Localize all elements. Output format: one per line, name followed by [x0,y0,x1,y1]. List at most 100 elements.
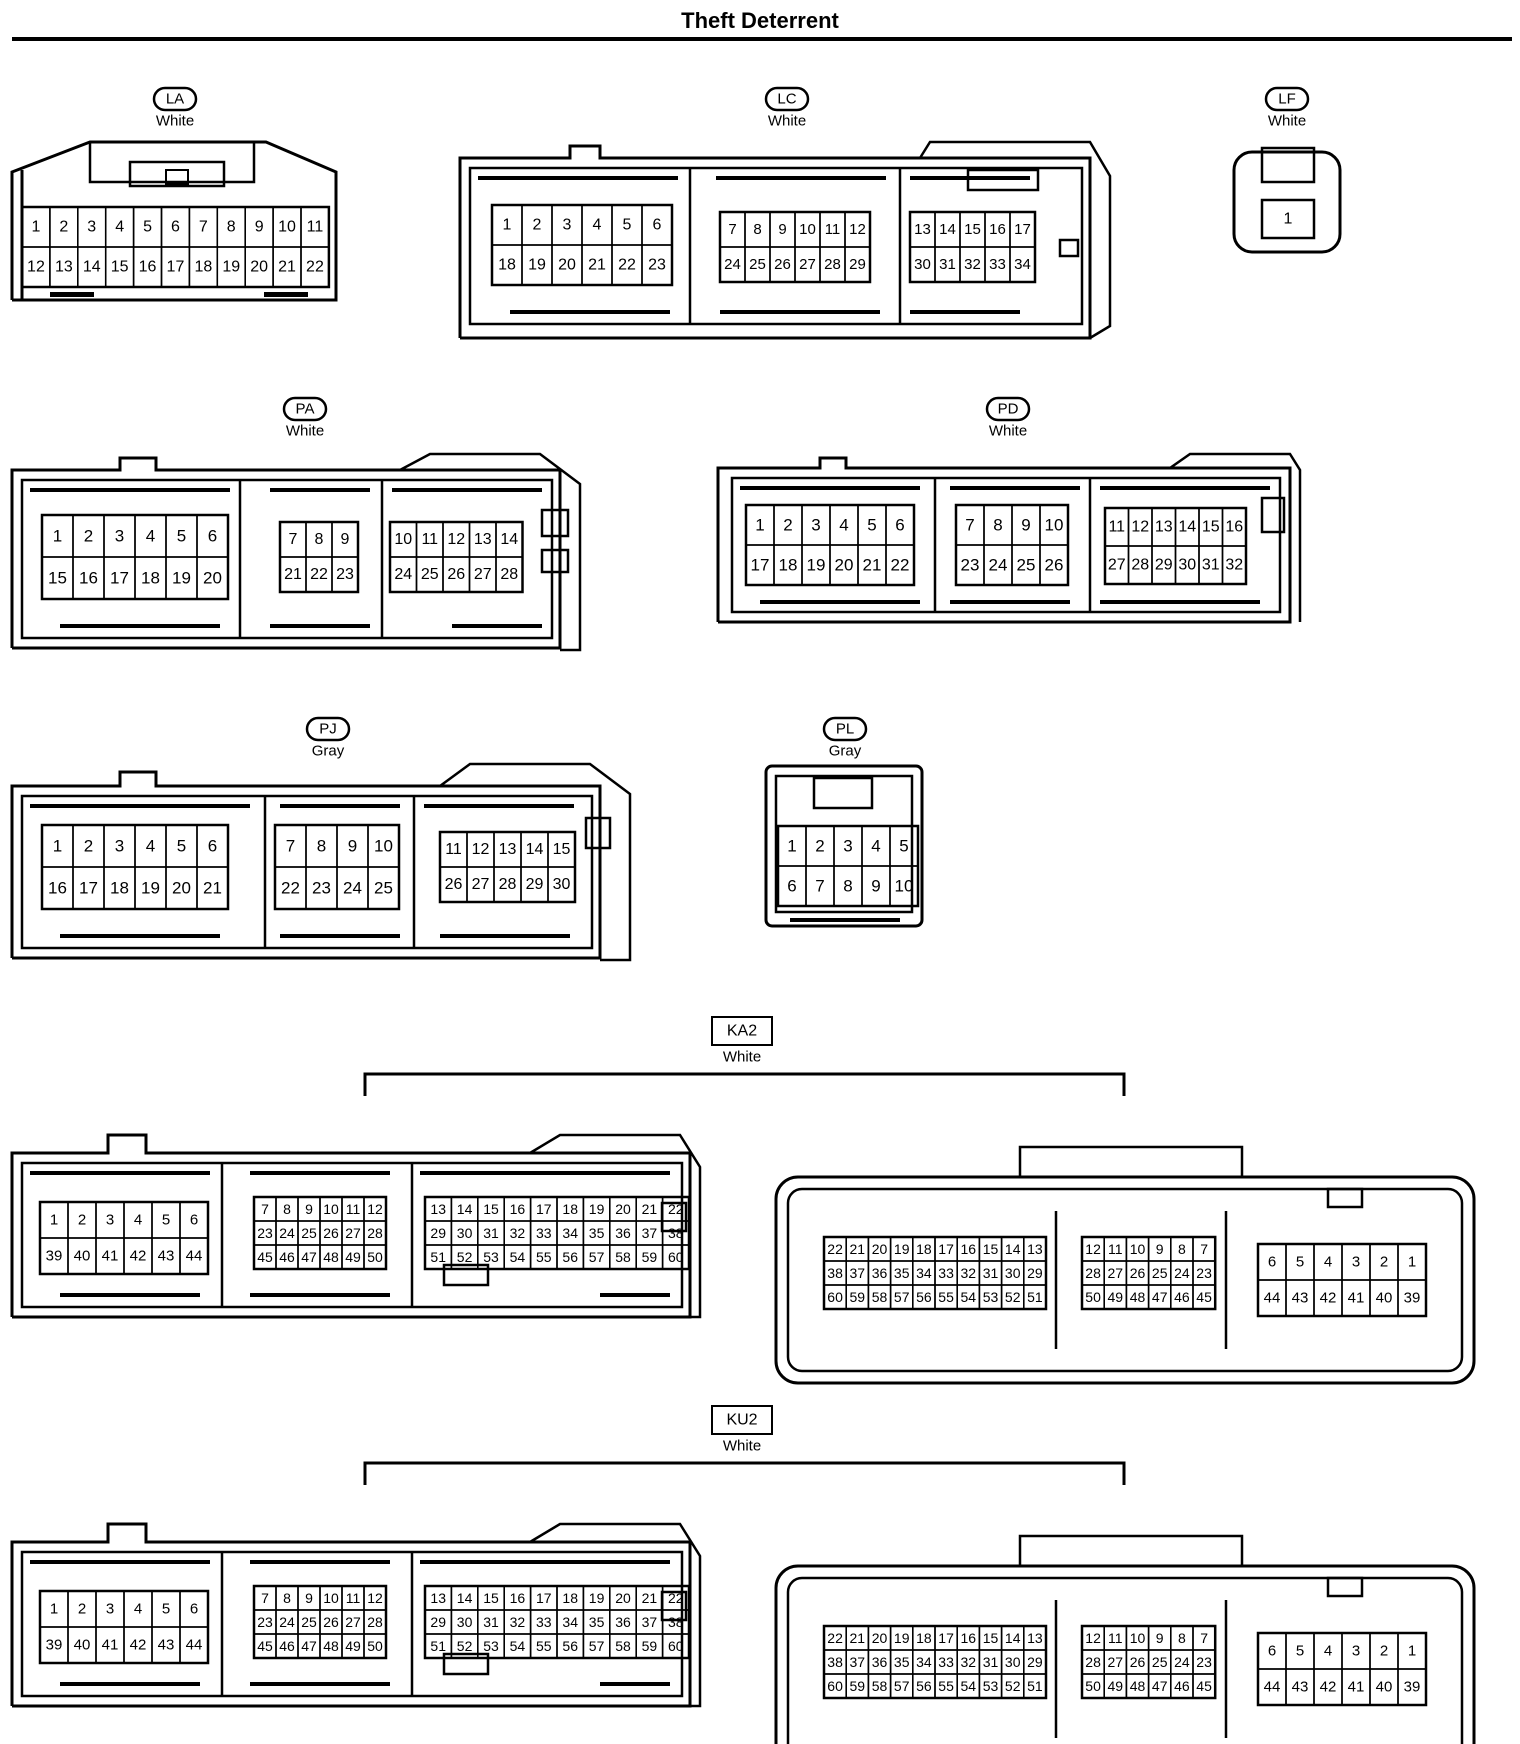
pin-number: 1 [755,516,764,535]
pin-number: 19 [807,556,826,575]
pin-number: 10 [799,221,816,238]
pin-number: 51 [430,1249,446,1265]
pin-number: 9 [871,877,880,896]
pin-number: 22 [668,1590,684,1606]
housing-outline [88,142,256,184]
latch-slot [60,1293,200,1297]
pin-cell [331,556,359,593]
pin-number: 8 [1178,1630,1186,1646]
pin-number: 29 [1155,557,1173,574]
pin-number: 29 [430,1614,446,1630]
pin-number: 13 [474,531,492,548]
pin-cell [1039,544,1069,586]
pin-number: 55 [536,1638,552,1654]
pin-number: 18 [110,879,129,898]
pin-number: 59 [642,1638,658,1654]
pin-number: 37 [642,1225,658,1241]
pin-number: 59 [850,1678,866,1694]
inner-frame [20,478,554,640]
pin-number: 17 [938,1630,954,1646]
pin-number: 49 [345,1638,361,1654]
latch-slot [740,486,920,490]
pin-number: 19 [141,879,160,898]
pin-number: 8 [843,877,852,896]
pin-number: 6 [208,837,217,856]
group-bracket [363,1461,1126,1485]
pin-number: 1 [787,837,796,856]
pin-number: 12 [472,841,490,858]
pin-number: 2 [59,219,68,236]
pin-number: 10 [323,1201,339,1217]
connector-code: KU2 [726,1412,757,1429]
pin-number: 53 [483,1249,499,1265]
latch-slot [910,176,1030,180]
pin-number: 43 [1292,1290,1309,1307]
pin-number: 9 [341,531,350,548]
connector-color: White [1268,113,1306,130]
pin-number: 36 [872,1265,888,1281]
latch-slot [270,488,370,492]
pin-number: 19 [894,1241,910,1257]
pin-number: 1 [50,1212,58,1229]
pin-number: 21 [850,1241,866,1257]
pin-number: 13 [430,1201,446,1217]
lock-window [540,508,570,538]
pin-number: 7 [728,221,736,238]
pin-number: 58 [615,1638,631,1654]
pin-number: 46 [1174,1289,1190,1305]
pin-number: 42 [130,1637,147,1654]
lock-notch [165,169,189,185]
pin-number: 16 [139,259,157,276]
pin-number: 11 [825,221,841,238]
pin-number: 19 [172,569,191,588]
pin-number: 26 [447,566,465,583]
pin-number: 33 [989,256,1006,273]
pin-number: 14 [457,1201,473,1217]
pin-number: 31 [1202,557,1220,574]
pin-number: 15 [553,841,571,858]
pin-number: 20 [872,1630,888,1646]
pin-number: 26 [1130,1265,1146,1281]
latch-slot [280,804,400,808]
pin-number: 9 [1021,516,1030,535]
connector-color: White [723,1438,761,1455]
pin-number: 30 [1178,557,1196,574]
pin-number: 57 [894,1678,910,1694]
housing-outline [1232,150,1342,254]
pin-number: 26 [445,876,463,893]
pin-number: 33 [536,1225,552,1241]
pin-number: 4 [871,837,880,856]
pin-number: 16 [961,1630,977,1646]
pin-number: 1 [50,1601,58,1618]
pin-number: 48 [1130,1289,1146,1305]
pin-number: 4 [1324,1254,1332,1271]
pin-cell [844,246,871,283]
pin-number: 21 [203,879,222,898]
pin-cell [1397,1668,1427,1706]
housing-outline [764,764,924,928]
pin-number: 4 [134,1212,142,1229]
pin-number: 15 [964,221,981,238]
housing-outline [439,762,632,962]
pin-number: 58 [615,1249,631,1265]
pin-number: 26 [1130,1654,1146,1670]
pin-number: 17 [167,259,185,276]
pin-number: 25 [374,879,393,898]
pin-number: 18 [498,257,516,274]
pin-number: 7 [199,219,208,236]
pin-number: 18 [916,1630,932,1646]
pin-number: 54 [510,1249,526,1265]
pin-number: 1 [53,837,62,856]
pin-number: 42 [130,1248,147,1265]
pin-number: 51 [1027,1678,1043,1694]
pin-number: 41 [1348,1679,1365,1696]
pin-number: 7 [261,1590,269,1606]
pin-number: 27 [1108,1654,1124,1670]
